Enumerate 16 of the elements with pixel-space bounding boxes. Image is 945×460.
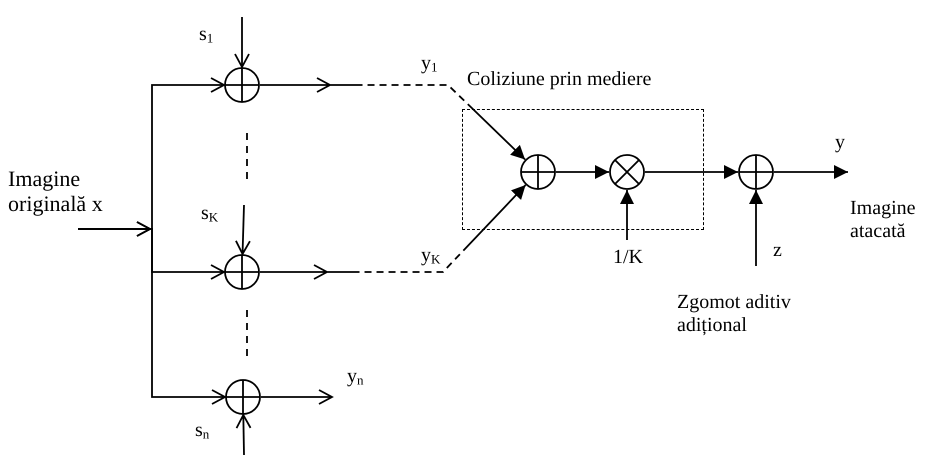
arrow xyxy=(556,165,609,179)
arrow xyxy=(77,221,226,405)
arrow xyxy=(620,190,634,240)
arrow xyxy=(236,414,252,456)
noise-label: Zgomot aditiv adițional xyxy=(677,291,792,337)
arrow xyxy=(774,165,848,179)
arrow xyxy=(645,165,738,179)
arrow xyxy=(234,17,250,68)
arrow xyxy=(259,184,526,280)
input-label: Imagine originală x xyxy=(8,166,104,217)
arrow xyxy=(235,204,251,255)
output-label: Imagine atacată xyxy=(850,197,917,243)
arrow xyxy=(259,77,526,160)
group-heading: Coliziune prin mediere xyxy=(467,68,652,91)
arrow xyxy=(261,389,333,405)
arrow xyxy=(749,190,763,266)
